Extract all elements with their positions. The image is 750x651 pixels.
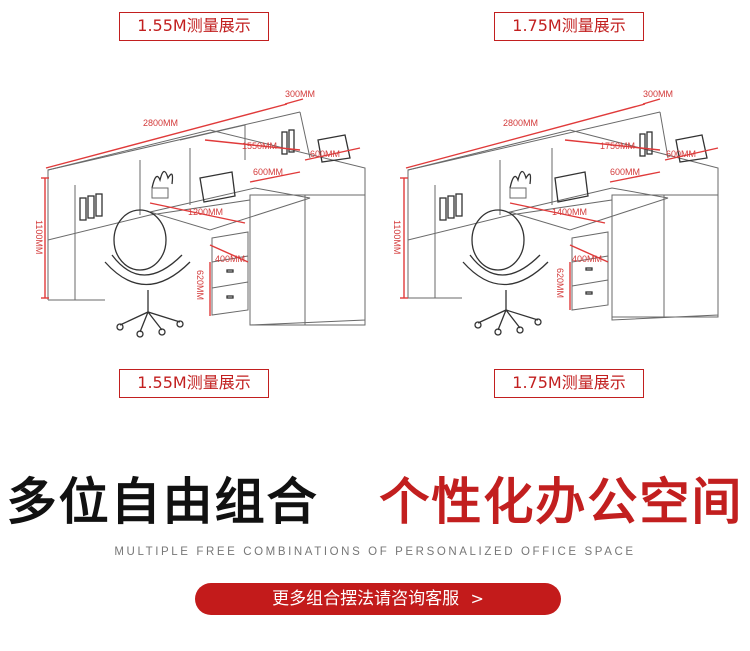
left-dim-total-width: 2800MM: [143, 118, 178, 128]
right-dim-side-depth: 300MM: [643, 89, 673, 99]
left-dim-side-depth-2: 600MM: [253, 167, 283, 177]
right-dim-inner-width: 1750MM: [600, 141, 635, 151]
workstation-diagrams: 2800MM 300MM 1550MM 600MM 600MM 1200MM 4…: [34, 89, 719, 338]
right-dim-desk-width: 1400MM: [552, 207, 587, 217]
left-dim-desk-width: 1200MM: [188, 207, 223, 217]
right-dim-side-depth-2: 600MM: [610, 167, 640, 177]
right-workstation-diagram: 2800MM 300MM 1750MM 600MM 600MM 1400MM 4…: [392, 89, 719, 336]
left-dim-side-depth: 300MM: [285, 89, 315, 99]
right-dim-drawer-height: 620MM: [555, 268, 565, 298]
left-dim-drawer-height: 620MM: [195, 270, 205, 300]
right-dim-height: 1100MM: [392, 220, 402, 254]
left-dim-inner-width: 1550MM: [242, 141, 277, 151]
right-dim-panel-depth: 600MM: [666, 149, 696, 159]
measure-tag-left-bottom: 1.55M测量展示: [119, 369, 269, 398]
left-dim-drawer-depth: 400MM: [215, 254, 245, 264]
headline-black: 多位自由组合: [6, 473, 319, 531]
right-dim-drawer-depth: 400MM: [572, 254, 602, 264]
chevron-right-icon: >: [470, 589, 484, 608]
consult-button-label: 更多组合摆法请咨询客服: [272, 589, 460, 609]
left-workstation-diagram: 2800MM 300MM 1550MM 600MM 600MM 1200MM 4…: [34, 89, 366, 338]
headline-red: 个性化办公空间: [379, 473, 744, 531]
right-dim-total-width: 2800MM: [503, 118, 538, 128]
left-dim-height: 1100MM: [34, 220, 44, 254]
consult-button[interactable]: 更多组合摆法请咨询客服 >: [195, 583, 561, 615]
left-dim-panel-depth: 600MM: [310, 149, 340, 159]
measure-tag-right-bottom: 1.75M测量展示: [494, 369, 644, 398]
measure-tag-left-top: 1.55M测量展示: [119, 12, 269, 41]
measure-tag-right-top: 1.75M测量展示: [494, 12, 644, 41]
headline: 多位自由组合 个性化办公空间: [0, 470, 750, 534]
subtitle: MULTIPLE FREE COMBINATIONS OF PERSONALIZ…: [114, 546, 636, 558]
